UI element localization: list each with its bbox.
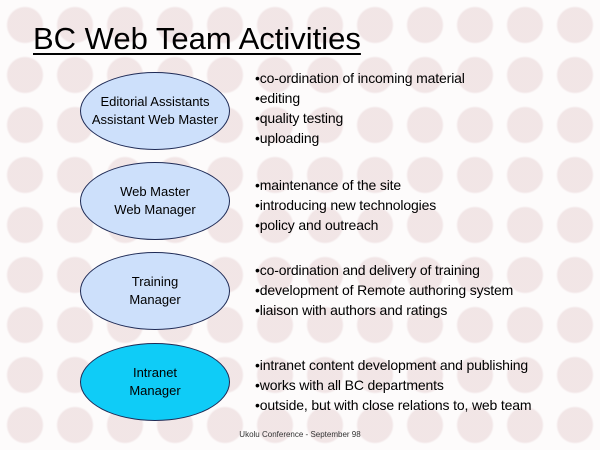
role-label: Intranet xyxy=(132,365,178,380)
activity-item: •policy and outreach xyxy=(255,217,379,233)
activity-list-intranet: •intranet content development and publis… xyxy=(255,355,532,415)
activity-item: •uploading xyxy=(255,130,320,146)
role-oval-web-master: Web Master Web Manager xyxy=(80,162,230,240)
activity-item: •editing xyxy=(255,90,300,106)
activity-item: •development of Remote authoring system xyxy=(255,282,514,298)
activity-item: •liaison with authors and ratings xyxy=(255,302,448,318)
role-oval-editorial: Editorial Assistants Assistant Web Maste… xyxy=(80,72,230,150)
activity-list-web-master: •maintenance of the site •introducing ne… xyxy=(255,175,436,235)
activity-list-training: •co-ordination and delivery of training … xyxy=(255,260,513,320)
activity-item: •intranet content development and publis… xyxy=(255,357,529,373)
role-label: Editorial Assistants xyxy=(100,94,210,109)
activity-item: •introducing new technologies xyxy=(255,197,437,213)
role-label: Manager xyxy=(129,383,181,398)
activity-item: •works with all BC departments xyxy=(255,377,444,393)
role-label: Web Manager xyxy=(114,202,196,217)
activity-list-editorial: •co-ordination of incoming material •edi… xyxy=(255,68,465,148)
activity-item: •maintenance of the site xyxy=(255,177,402,193)
role-oval-training: Training Manager xyxy=(80,252,230,330)
role-label: Manager xyxy=(129,292,181,307)
activity-item: •co-ordination of incoming material xyxy=(255,70,465,86)
activity-item: •co-ordination and delivery of training xyxy=(255,262,480,278)
role-oval-intranet: Intranet Manager xyxy=(80,343,230,421)
slide-title: BC Web Team Activities xyxy=(33,21,361,56)
slide-footer: Ukolu Conference - September 98 xyxy=(239,430,361,439)
role-label: Web Master xyxy=(120,184,190,199)
role-label: Training xyxy=(131,274,179,289)
activity-item: •outside, but with close relations to, w… xyxy=(255,397,532,413)
role-label: Assistant Web Master xyxy=(91,112,219,127)
activity-item: •quality testing xyxy=(255,110,344,126)
